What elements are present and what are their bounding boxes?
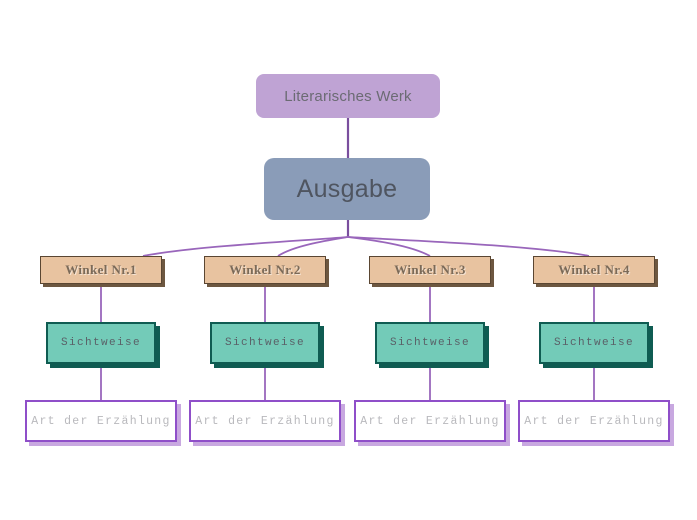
node-art-der-erzaehlung-4[interactable]: Art der Erzählung	[518, 400, 670, 442]
node-art-der-erzaehlung-1[interactable]: Art der Erzählung	[25, 400, 177, 442]
node-literarisches-werk[interactable]: Literarisches Werk	[256, 74, 440, 118]
edge-hub-to-angle-3	[347, 236, 431, 257]
node-art-der-erzaehlung-3[interactable]: Art der Erzählung	[354, 400, 506, 442]
edge-hub-to-angle-2	[277, 236, 349, 257]
node-sichtweise-3[interactable]: Sichtweise	[375, 322, 485, 364]
node-winkel-1[interactable]: Winkel Nr.1	[40, 256, 162, 284]
node-sichtweise-1[interactable]: Sichtweise	[46, 322, 156, 364]
node-winkel-3[interactable]: Winkel Nr.3	[369, 256, 491, 284]
edge-hub-to-angle-1	[142, 236, 349, 257]
node-winkel-2[interactable]: Winkel Nr.2	[204, 256, 326, 284]
node-sichtweise-4[interactable]: Sichtweise	[539, 322, 649, 364]
node-sichtweise-2[interactable]: Sichtweise	[210, 322, 320, 364]
edge-hub-to-angle-4	[347, 236, 590, 257]
node-winkel-4[interactable]: Winkel Nr.4	[533, 256, 655, 284]
node-ausgabe[interactable]: Ausgabe	[264, 158, 430, 220]
node-art-der-erzaehlung-2[interactable]: Art der Erzählung	[189, 400, 341, 442]
